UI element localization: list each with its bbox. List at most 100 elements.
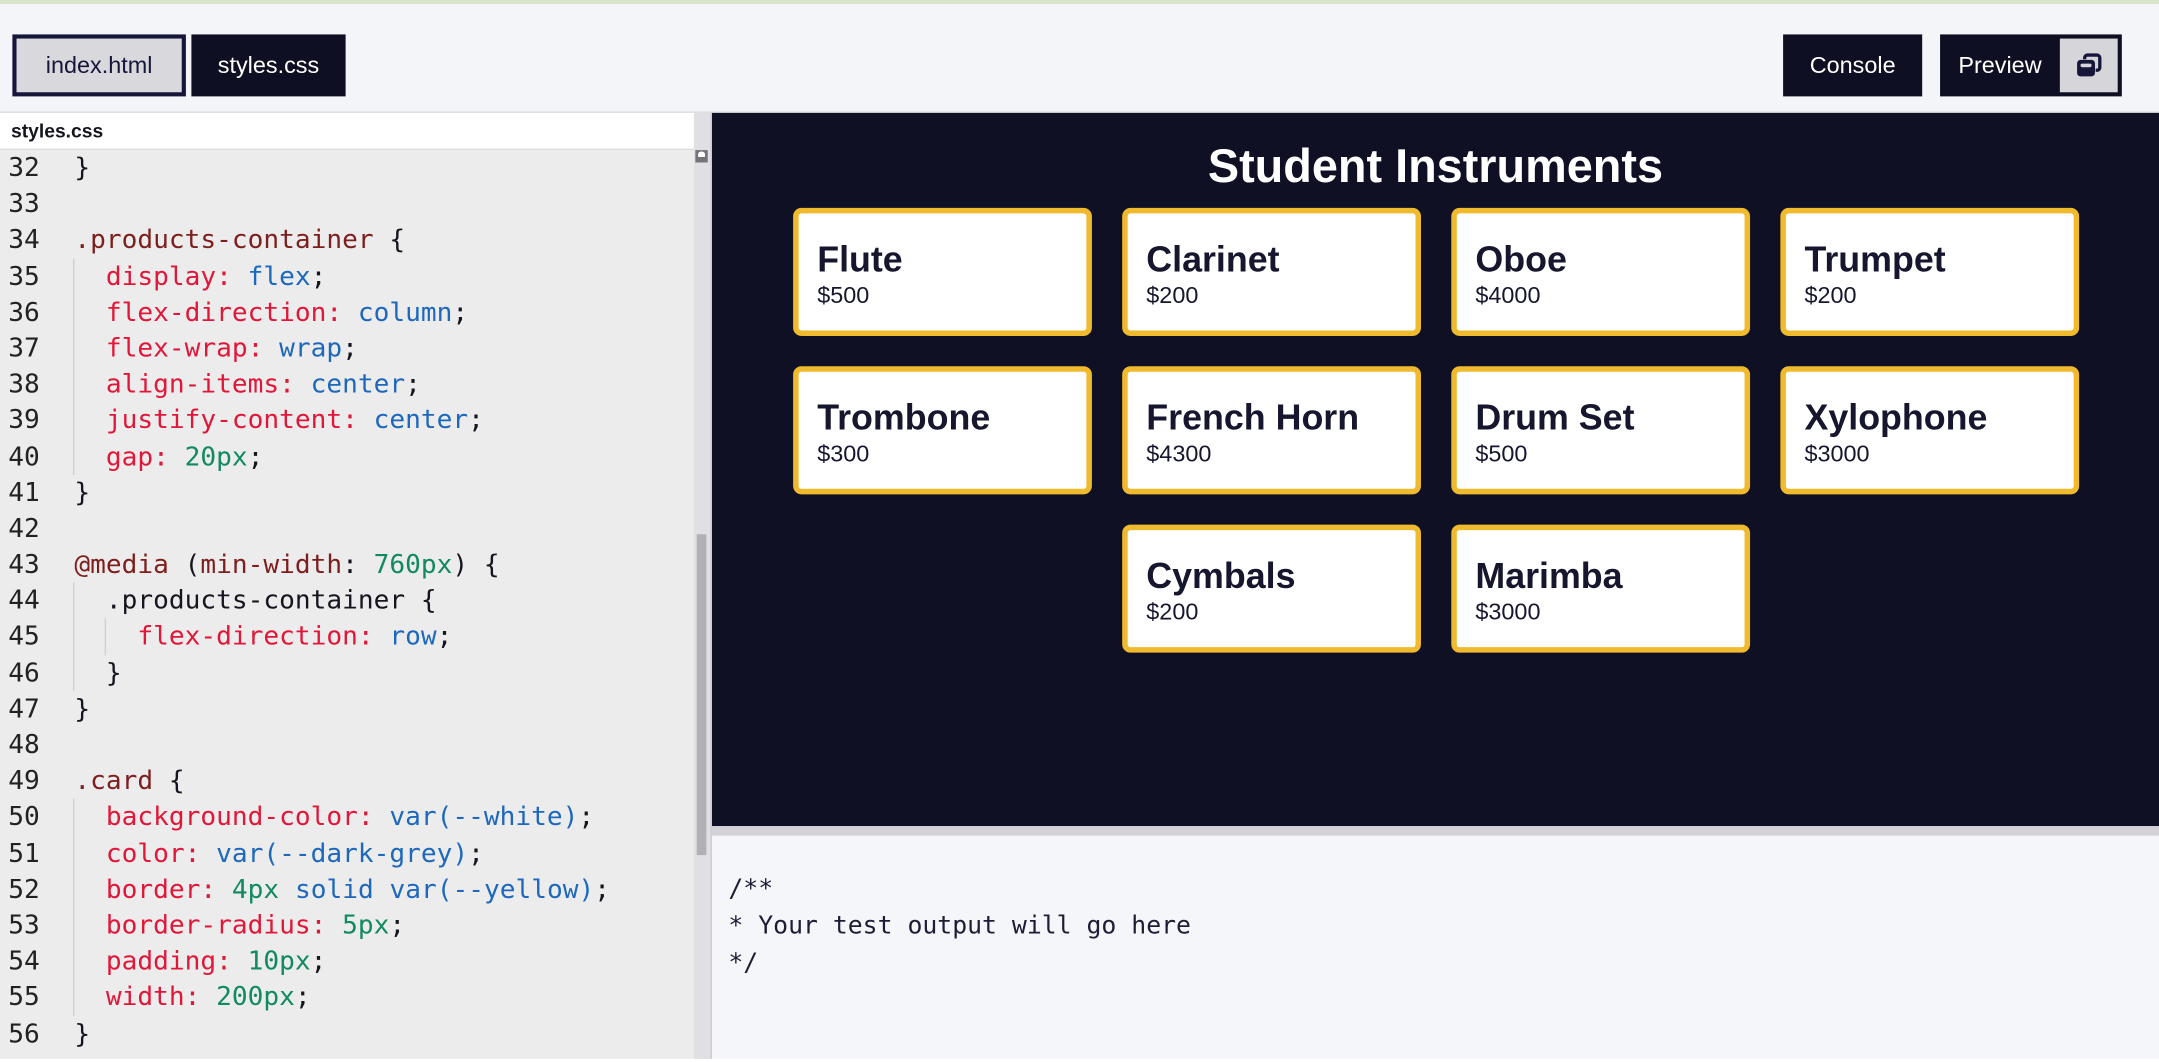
line-content: flex-direction: row; — [137, 621, 453, 652]
line-number: 56 — [8, 1018, 40, 1049]
product-card: Oboe$4000 — [1450, 207, 1750, 336]
indent-guide — [72, 618, 74, 655]
code-line: 39 justify-content: center; — [0, 402, 710, 439]
line-number: 46 — [8, 657, 40, 688]
line-content: justify-content: center; — [105, 405, 484, 436]
product-card: Drum Set$500 — [1450, 366, 1750, 495]
product-price: $3000 — [1475, 598, 1541, 625]
line-number: 38 — [8, 369, 40, 400]
indent-guide — [104, 618, 107, 655]
console-line: * Your test output will go here — [728, 911, 1191, 941]
line-content: .card { — [74, 765, 185, 797]
editor-scrollbar-thumb[interactable] — [696, 534, 707, 856]
indent-guide — [72, 294, 74, 331]
code-line: 50 background-color: var(--white); — [0, 799, 710, 836]
code-line: 34.products-container { — [0, 222, 710, 258]
code-line: 52 border: 4px solid var(--yellow); — [0, 871, 710, 908]
indent-guide — [72, 979, 74, 1016]
line-number: 32 — [8, 152, 40, 184]
product-price: $300 — [817, 439, 870, 467]
line-number: 35 — [8, 261, 40, 292]
line-number: 41 — [8, 477, 40, 508]
code-line: 41} — [0, 475, 710, 511]
line-content: } — [74, 657, 122, 688]
indent-guide — [72, 654, 74, 691]
product-card: Flute$500 — [792, 207, 1092, 336]
line-content: flex-direction: column; — [105, 297, 469, 328]
indent-guide — [72, 943, 74, 980]
line-number: 51 — [8, 837, 40, 869]
editor-scrollbar[interactable] — [693, 112, 711, 1059]
product-card: Xylophone$3000 — [1779, 366, 2079, 495]
product-price: $500 — [817, 281, 870, 308]
line-number: 33 — [8, 188, 40, 220]
editor-filename: styles.css — [0, 112, 711, 151]
product-price: $500 — [1475, 439, 1528, 467]
line-number: 44 — [8, 585, 40, 616]
line-number: 43 — [8, 549, 40, 580]
code-line: 44 .products-container { — [0, 582, 710, 619]
code-line: 38 align-items: center; — [0, 366, 710, 403]
indent-guide — [72, 330, 74, 367]
line-content: } — [74, 1018, 91, 1049]
indent-guide — [72, 402, 74, 439]
product-name: Cymbals — [1146, 554, 1296, 596]
tab-index-html[interactable]: index.html — [12, 34, 186, 97]
line-number: 50 — [8, 801, 40, 833]
line-content: .products-container { — [74, 224, 406, 256]
line-content: background-color: var(--white); — [105, 801, 595, 833]
preview-button[interactable]: Preview — [1940, 34, 2122, 97]
code-line: 35 display: flex; — [0, 258, 710, 295]
line-number: 40 — [8, 441, 40, 472]
product-price: $200 — [1146, 598, 1199, 625]
product-price: $200 — [1804, 281, 1857, 308]
console-button[interactable]: Console — [1783, 34, 1923, 97]
code-line: 43@media (min-width: 760px) { — [0, 547, 710, 583]
product-name: French Horn — [1146, 395, 1360, 438]
code-line: 45 flex-direction: row; — [0, 618, 710, 655]
line-content: align-items: center; — [105, 369, 421, 400]
tab-styles-css[interactable]: styles.css — [191, 34, 346, 97]
product-name: Oboe — [1475, 237, 1567, 279]
top-actions: Console Preview — [1783, 34, 2122, 97]
product-name: Flute — [817, 237, 903, 279]
line-content: display: flex; — [105, 261, 327, 292]
line-content: } — [74, 477, 91, 508]
duplicate-window-icon[interactable] — [2059, 38, 2118, 93]
code-line: 47} — [0, 691, 710, 727]
code-line: 46 } — [0, 654, 710, 691]
line-number: 55 — [8, 982, 40, 1013]
product-card: Trombone$300 — [792, 366, 1092, 495]
line-content: border-radius: 5px; — [105, 910, 406, 941]
code-line: 54 padding: 10px; — [0, 943, 710, 980]
line-number: 39 — [8, 405, 40, 436]
indent-guide — [72, 907, 74, 944]
indent-guide — [72, 366, 74, 403]
product-price: $4300 — [1146, 439, 1212, 467]
preview-console-divider[interactable] — [711, 826, 2159, 836]
preview-button-label: Preview — [1958, 51, 2042, 78]
product-card: Clarinet$200 — [1121, 207, 1421, 336]
product-name: Trumpet — [1804, 237, 1946, 279]
line-content: width: 200px; — [105, 982, 311, 1013]
indent-guide — [72, 438, 74, 475]
code-line: 32} — [0, 150, 710, 186]
product-card: Marimba$3000 — [1450, 524, 1750, 653]
code-line: 40 gap: 20px; — [0, 438, 710, 475]
test-output-panel: /*** Your test output will go here*/ — [711, 835, 2159, 1059]
line-number: 37 — [8, 333, 40, 364]
line-content: gap: 20px; — [105, 441, 264, 472]
product-name: Drum Set — [1475, 395, 1635, 438]
line-number: 53 — [8, 910, 40, 941]
line-number: 54 — [8, 946, 40, 977]
console-line: /** — [728, 874, 774, 904]
indent-guide — [72, 799, 74, 836]
indent-guide — [72, 835, 74, 872]
line-content: .products-container { — [74, 585, 437, 616]
